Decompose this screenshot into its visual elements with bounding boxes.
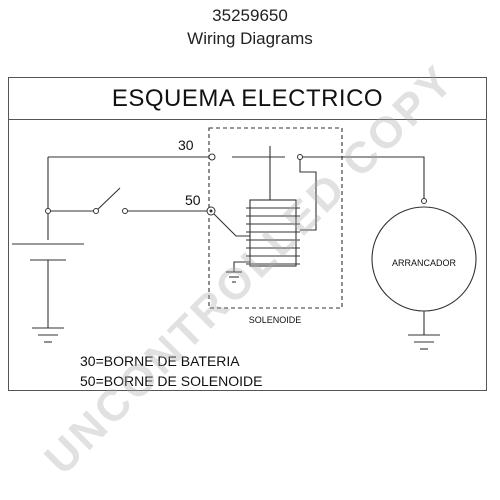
- node-switch-left: [45, 208, 51, 214]
- legend-line-50: 50=BORNE DE SOLENOIDE: [80, 373, 263, 389]
- terminal-30-label: 30: [178, 137, 194, 153]
- diagram-frame: [8, 77, 487, 391]
- starter-label: ARRANCADOR: [392, 258, 457, 268]
- solenoid-box: [208, 127, 343, 309]
- terminal-50-dot: [209, 209, 213, 213]
- solenoid-coil-core: [249, 199, 297, 267]
- part-number: 35259650: [212, 6, 288, 25]
- diagram-title: ESQUEMA ELECTRICO: [111, 85, 384, 112]
- terminal-30-post: [208, 153, 216, 161]
- page-subtitle: Wiring Diagrams: [187, 29, 313, 48]
- diagram-title-band: ESQUEMA ELECTRICO: [8, 77, 487, 120]
- coil-ground-wire: [233, 261, 250, 272]
- solenoid-label: SOLENOIDE: [249, 315, 302, 325]
- terminal-50-label: 50: [185, 192, 201, 208]
- plunger-link: [299, 157, 317, 231]
- legend-line-30: 30=BORNE DE BATERIA: [80, 353, 240, 369]
- node-switch-pivot: [93, 208, 99, 214]
- solenoid-coil-turns: [246, 207, 300, 265]
- terminal-internal: [297, 154, 303, 160]
- node-switch-contact: [122, 208, 128, 214]
- wire-to-starter: [300, 156, 425, 200]
- coil-feed: [210, 210, 250, 237]
- ignition-switch: [95, 187, 121, 212]
- starter-terminal: [421, 198, 427, 204]
